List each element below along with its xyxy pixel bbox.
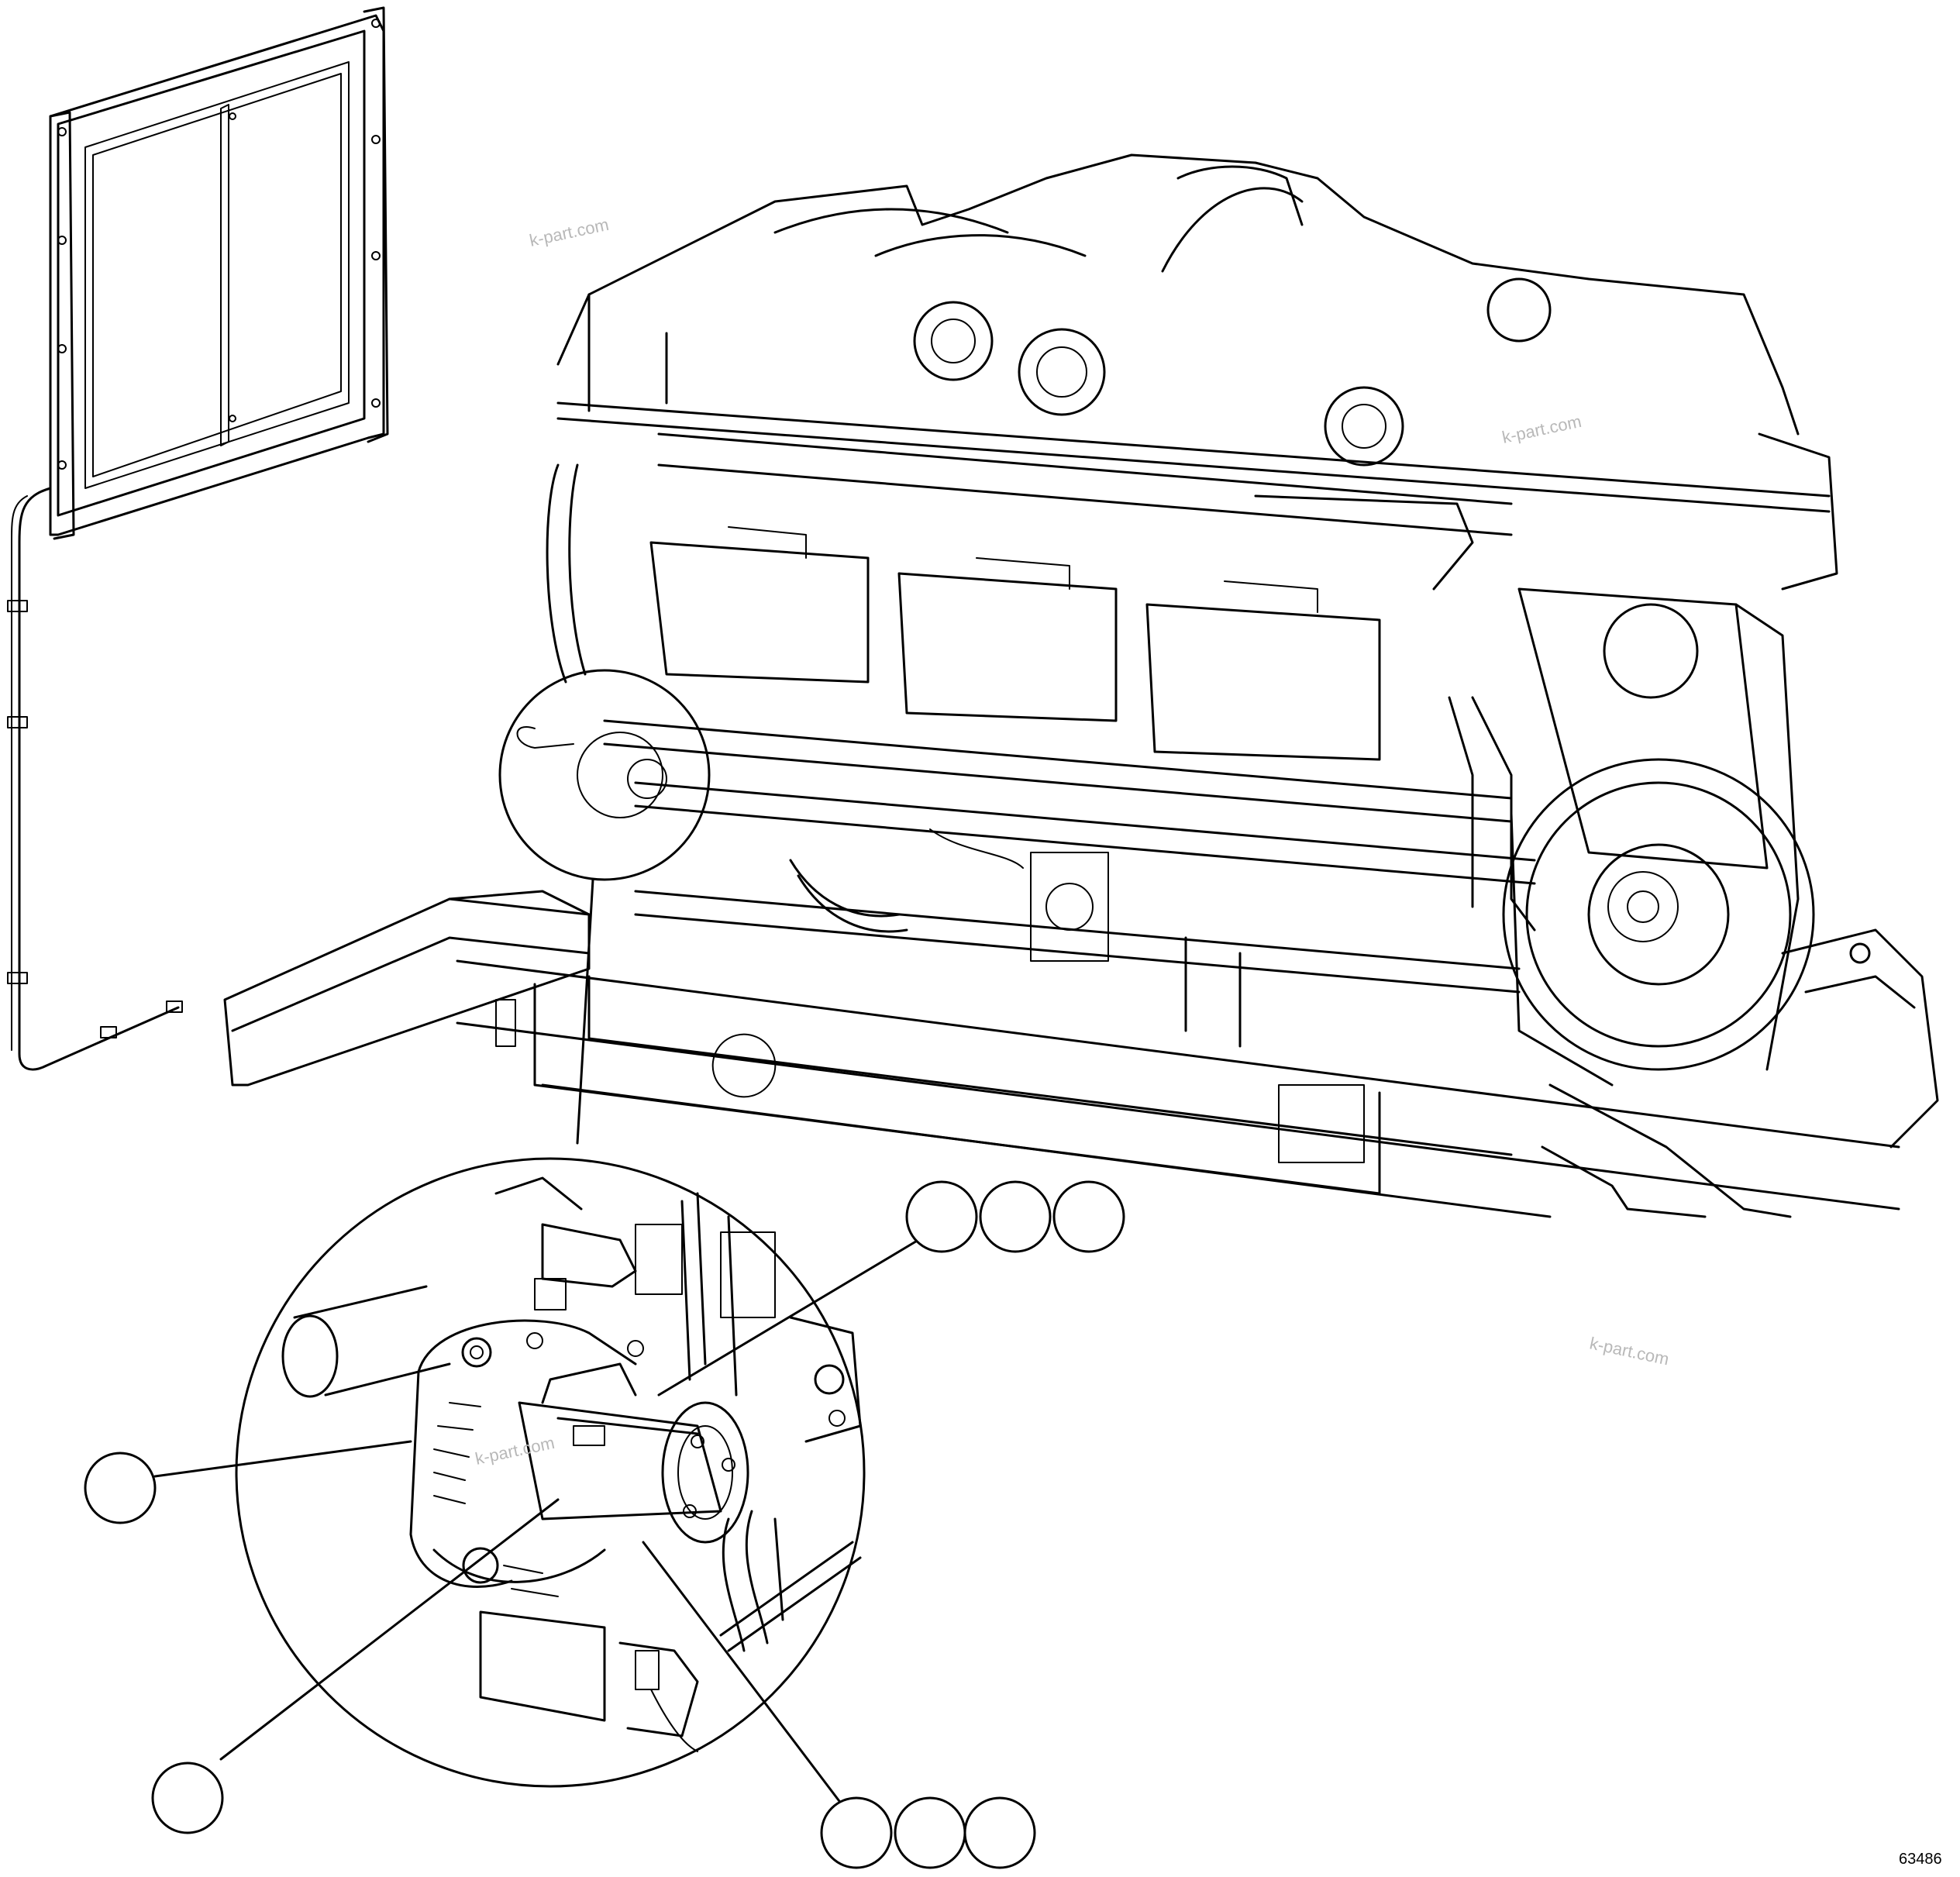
callout-lower-left <box>151 1762 224 1834</box>
callout-top-3 <box>1052 1180 1125 1253</box>
engine-skid <box>223 890 1939 1218</box>
callout-top-1 <box>905 1180 978 1253</box>
watermark-2: k-part.com <box>1500 412 1583 447</box>
detail-view <box>235 1157 866 1788</box>
callout-bottom-1 <box>820 1796 893 1869</box>
watermark-4: k-part.com <box>474 1433 556 1469</box>
figure-number: 63486 <box>1899 1851 1942 1868</box>
callout-bottom-3 <box>963 1796 1036 1869</box>
engine-block <box>546 153 1838 1156</box>
leader-lines <box>153 1238 920 1815</box>
watermark-3: k-part.com <box>1588 1333 1671 1369</box>
callout-left <box>84 1452 157 1524</box>
screen-frame <box>7 6 389 1071</box>
watermark-1: k-part.com <box>528 215 611 250</box>
detail-marker <box>498 669 711 1145</box>
callout-top-2 <box>979 1180 1052 1253</box>
callout-bottom-2 <box>894 1796 966 1869</box>
